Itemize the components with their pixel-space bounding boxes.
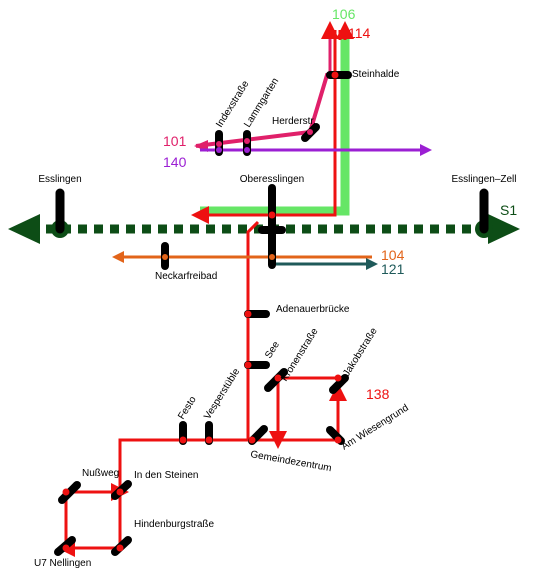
- stop-marker-jakobstrasse: [329, 374, 349, 394]
- stop-label-jakobstrasse: Jakobstraße: [341, 326, 380, 379]
- line-label-s1: S1: [500, 202, 517, 218]
- line-104-route: [112, 251, 372, 263]
- stop-label-vesperstueble: Vesperstüble: [202, 366, 242, 421]
- stop-label-adenauerbruecke: Adenauerbrücke: [276, 304, 350, 315]
- stop-label-kronenstrasse: Kronenstraße: [279, 326, 321, 384]
- s1-arrow-east: [488, 214, 520, 244]
- stop-label-festo: Festo: [176, 394, 199, 421]
- line-label-138: 138: [366, 386, 390, 402]
- stop-label-nussweg: Nußweg: [82, 468, 119, 479]
- line-label-106: 106: [332, 6, 356, 22]
- line-121-route: [270, 258, 378, 270]
- stop-label-in-den-steinen: In den Steinen: [134, 470, 199, 481]
- stop-label-u7-nellingen: U7 Nellingen: [34, 558, 91, 569]
- stop-label-esslingen: Esslingen: [38, 174, 81, 185]
- stop-label-am-wiesengrund: Am Wiesengrund: [340, 403, 411, 453]
- stop-label-herderstr: Herderstr.: [272, 116, 316, 127]
- stop-label-esslingen-zell: Esslingen–Zell: [451, 174, 516, 185]
- stop-marker-nussweg: [58, 481, 81, 504]
- stop-label-neckarfreibad: Neckarfreibad: [155, 271, 217, 282]
- s1-arrow-west: [8, 214, 40, 244]
- line-label-140: 140: [163, 154, 187, 170]
- line-106-route: [200, 30, 350, 216]
- line-label-101: 101: [163, 133, 187, 149]
- stop-label-see: See: [263, 339, 282, 360]
- s1-line: S1: [8, 188, 520, 244]
- line-label-121: 121: [381, 261, 405, 277]
- stop-label-hindenburgstrasse: Hindenburgstraße: [134, 519, 214, 530]
- line-label-114: 114: [348, 25, 371, 41]
- stop-label-steinhalde: Steinhalde: [352, 69, 400, 80]
- stop-label-oberesslingen: Oberesslingen: [240, 174, 304, 185]
- line-label-104: 104: [381, 247, 405, 263]
- line-140-route: [200, 144, 432, 156]
- stop-label-gemeindezentrum: Gemeindezentrum: [249, 449, 332, 474]
- stop-dots: [62, 71, 342, 552]
